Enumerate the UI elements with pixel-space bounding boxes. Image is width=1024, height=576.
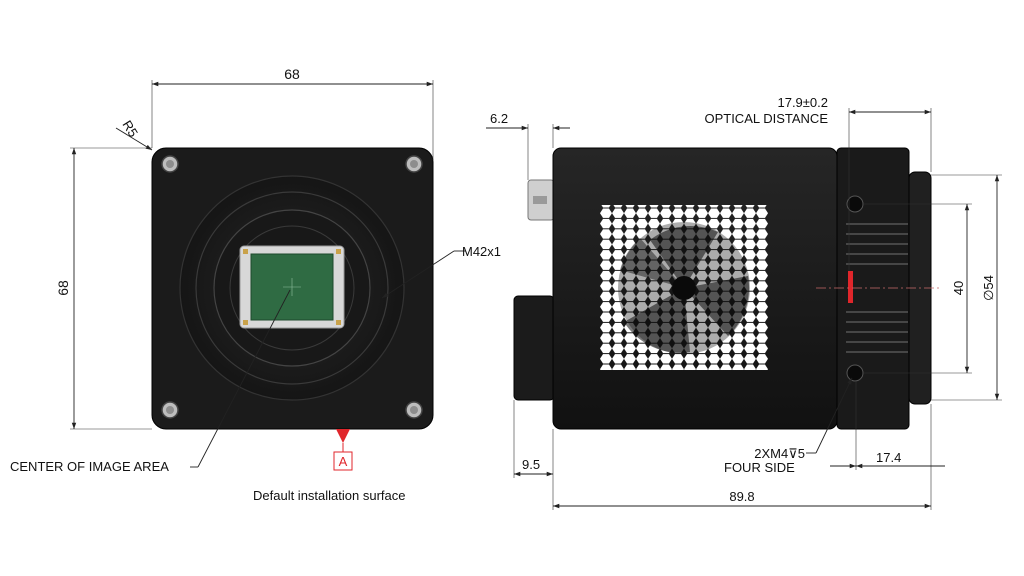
installation-surface-label: Default installation surface bbox=[253, 488, 405, 503]
rear-offset-dimension: 9.5 bbox=[522, 457, 540, 472]
cooling-fins bbox=[846, 223, 908, 353]
hole-spacing-dimension: 40 bbox=[951, 281, 966, 295]
radius-dimension: R5 bbox=[119, 118, 141, 140]
rear-connector bbox=[513, 295, 555, 401]
optical-distance-value: 17.9±0.2 bbox=[777, 95, 828, 110]
datum-label: A bbox=[339, 454, 348, 469]
datum-triangle-icon bbox=[336, 429, 350, 443]
total-length-dimension: 89.8 bbox=[729, 489, 754, 504]
image-center-label: CENTER OF IMAGE AREA bbox=[10, 459, 169, 474]
front-view: 68 68 R5 M42x1 CENTER OF IMAGE AREA A De… bbox=[10, 66, 501, 503]
connector-offset-dimension: 6.2 bbox=[490, 111, 508, 126]
datum-box bbox=[333, 451, 353, 471]
side-view: 6.2 17.9±0.2 OPTICAL DISTANCE 40 ∅54 2XM… bbox=[486, 95, 1002, 510]
width-dimension: 68 bbox=[284, 66, 300, 82]
screw-icon bbox=[405, 401, 423, 419]
screw-icon bbox=[161, 155, 179, 173]
mount-hole-icon bbox=[846, 195, 864, 213]
thread-sides-label: FOUR SIDE bbox=[724, 460, 795, 475]
lens-diameter-dimension: ∅54 bbox=[981, 275, 996, 301]
screw-icon bbox=[161, 401, 179, 419]
front-length-dimension: 17.4 bbox=[876, 450, 901, 465]
mount-thread-label: M42x1 bbox=[462, 244, 501, 259]
optical-distance-label: OPTICAL DISTANCE bbox=[704, 111, 828, 126]
optical-plane-marker bbox=[848, 271, 853, 303]
screw-icon bbox=[405, 155, 423, 173]
mount-hole-icon bbox=[846, 364, 864, 382]
thread-spec-label: 2XM4⊽5 bbox=[754, 446, 805, 461]
height-dimension: 68 bbox=[55, 280, 71, 296]
